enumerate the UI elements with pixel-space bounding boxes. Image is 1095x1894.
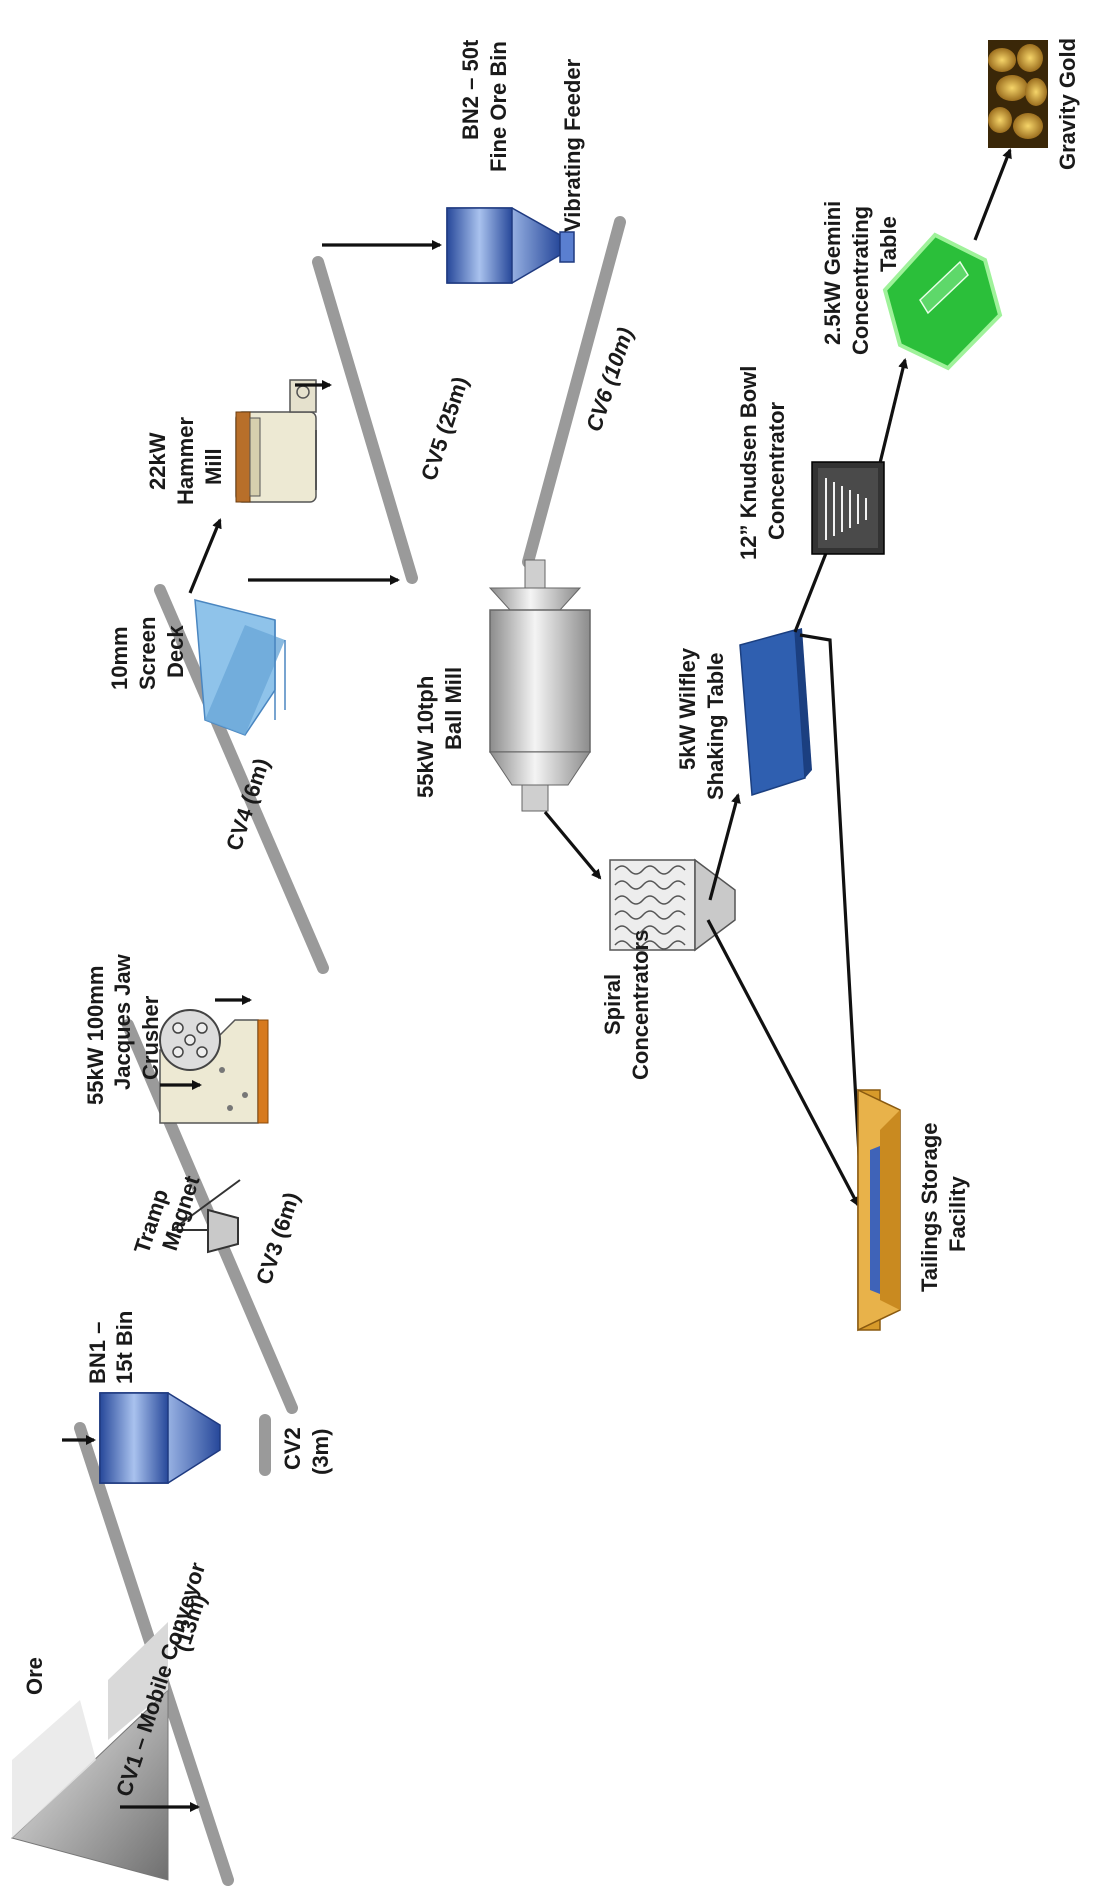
screen-deck-label: 10mm <box>107 626 132 690</box>
arrow-spiral-to-tailings <box>706 919 860 1207</box>
hammer-mill-label-3: Mill <box>201 448 226 485</box>
jaw-crusher-icon <box>159 1009 269 1124</box>
wilfley-table-icon <box>739 628 812 797</box>
cv4-conveyor <box>154 584 329 974</box>
hammer-mill-label-2: Hammer <box>173 417 198 505</box>
bn1-capacity-label: 15t Bin <box>112 1311 137 1384</box>
magnet-icon <box>171 1179 241 1254</box>
cv5-label: CV5 (25m) <box>416 373 473 483</box>
gold-nuggets-icon <box>988 40 1048 148</box>
wilfley-label: 5kW Wilfley <box>675 647 700 770</box>
jaw-crusher-label-2: Jacques Jaw <box>110 953 135 1090</box>
screen-deck-label-2: Screen <box>135 617 160 690</box>
spiral-icon <box>609 858 736 952</box>
spiral-label: Spiral <box>600 974 625 1035</box>
knudsen-label-2: Concentrator <box>764 401 789 540</box>
tailings-pond-icon <box>857 1088 901 1332</box>
gemini-label-2: Concentrating <box>848 206 873 355</box>
knudsen-label: 12” Knudsen Bowl <box>736 366 761 560</box>
arrow-gemini-to-gold <box>973 148 1012 241</box>
screen-deck-label-3: Deck <box>163 625 188 678</box>
cv3-label: CV3 (6m) <box>251 1189 304 1287</box>
bn2-label: BN2 – 50t <box>458 39 483 140</box>
screen-deck-icon <box>194 599 286 736</box>
tailings-label-2: Facility <box>945 1175 970 1252</box>
arrow-wilfley-to-knudsen <box>793 541 832 633</box>
tailings-label: Tailings Storage <box>917 1122 942 1292</box>
arrow-wilfley-to-tailings <box>799 633 867 1210</box>
gravity-gold-label: Gravity Gold <box>1055 38 1080 170</box>
knudsen-bowl-icon <box>811 461 885 555</box>
wilfley-label-2: Shaking Table <box>703 652 728 800</box>
bn1-label: BN1 – <box>85 1322 110 1384</box>
ball-mill-icon <box>488 559 591 812</box>
gemini-label: 2.5kW Gemini <box>820 201 845 345</box>
gemini-label-3: Table <box>876 216 901 272</box>
hammer-mill-label: 22kW <box>145 432 170 490</box>
arrow-screen-to-hammermill <box>188 518 222 594</box>
hammer-mill-icon <box>235 379 317 503</box>
spiral-label-2: Concentrators <box>628 930 653 1080</box>
cv2-length-label: (3m) <box>308 1429 333 1475</box>
ball-mill-label: 55kW 10tph <box>413 676 438 798</box>
ore-pile-icon <box>11 1622 169 1881</box>
jaw-crusher-label-3: Crusher <box>138 995 163 1080</box>
cv5-conveyor <box>312 256 418 584</box>
arrow-ballmill-to-spiral <box>543 810 602 880</box>
vibrating-feeder-label: Vibrating Feeder <box>560 58 585 232</box>
bin-icon <box>99 1392 221 1484</box>
ore-label: Ore <box>22 1657 47 1695</box>
cv6-conveyor <box>522 216 626 568</box>
cv2-label: CV2 <box>280 1427 305 1470</box>
arrow-knudsen-to-gemini <box>878 358 908 464</box>
arrow-spiral-to-wilfley <box>708 793 741 901</box>
vibrating-feeder-icon <box>559 231 575 263</box>
jaw-crusher-label: 55kW 100mm <box>83 966 108 1105</box>
bn2-desc-label: Fine Ore Bin <box>486 41 511 172</box>
gemini-table-icon <box>882 232 1003 371</box>
ball-mill-label-2: Ball Mill <box>441 667 466 750</box>
bin-icon-bn2 <box>446 207 561 284</box>
